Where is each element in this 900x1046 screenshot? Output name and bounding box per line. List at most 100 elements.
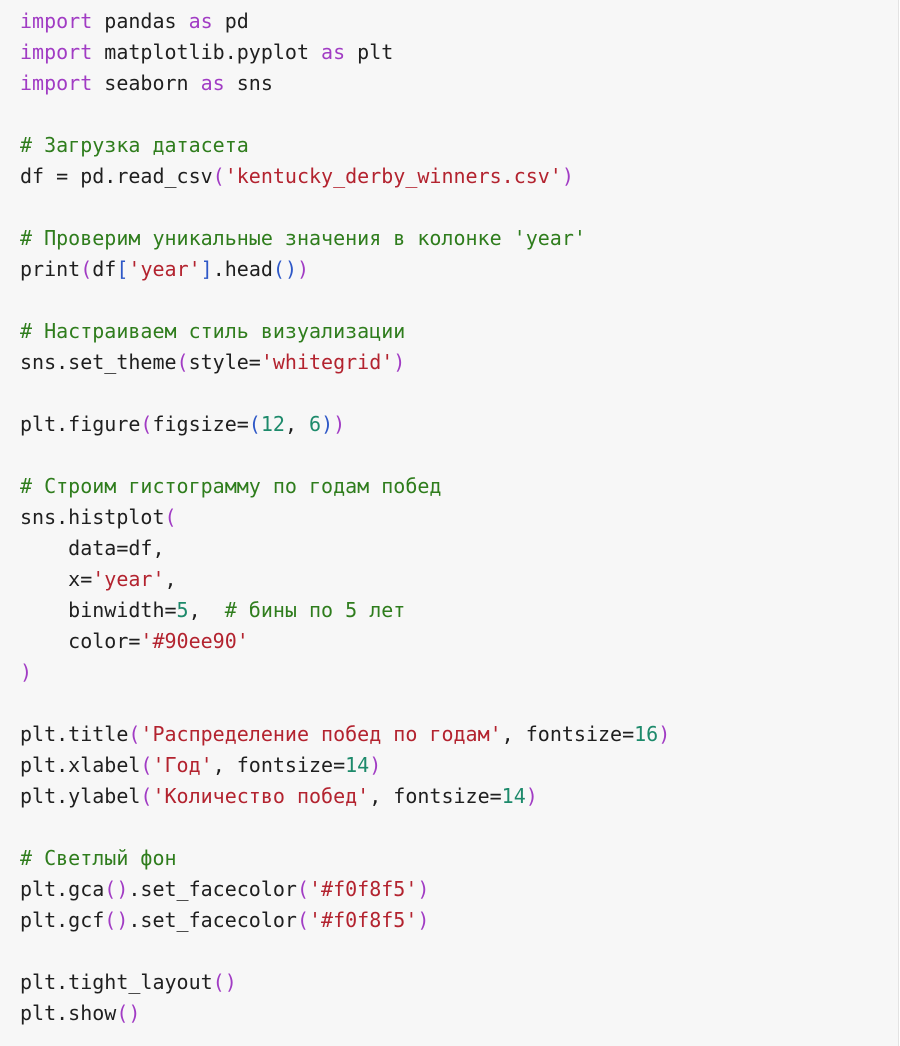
code-line: # Строим гистограмму по годам побед	[20, 471, 670, 502]
code-token: ,	[188, 598, 225, 622]
code-line: data=df,	[20, 533, 670, 564]
code-line: color='#90ee90'	[20, 626, 670, 657]
code-token: df = pd.read_csv	[20, 164, 213, 188]
code-token: 'year'	[128, 257, 201, 281]
code-line: plt.show()	[20, 998, 670, 1029]
code-line: )	[20, 657, 670, 688]
code-line: binwidth=5, # бины по 5 лет	[20, 595, 670, 626]
code-token: sns.set_theme	[20, 350, 177, 374]
code-token: plt	[345, 40, 394, 64]
code-token: import	[20, 9, 93, 33]
code-line	[20, 99, 670, 130]
code-token: plt.xlabel	[20, 753, 141, 777]
code-line	[20, 378, 670, 409]
code-line: plt.ylabel('Количество побед', fontsize=…	[20, 781, 670, 812]
code-token: 12	[260, 412, 285, 436]
code-token: (	[128, 722, 141, 746]
code-line	[20, 812, 670, 843]
code-token: # бины по 5 лет	[224, 598, 406, 622]
code-token: sns	[224, 71, 273, 95]
code-line: import pandas as pd	[20, 6, 670, 37]
code-token: (	[80, 257, 93, 281]
code-token: ,	[284, 412, 310, 436]
code-token: 'Распределение побед по годам'	[140, 722, 502, 746]
code-token: 'Год'	[152, 753, 213, 777]
code-line: plt.gca().set_facecolor('#f0f8f5')	[20, 874, 670, 905]
code-token: (	[296, 908, 310, 932]
code-token: # Светлый фон	[20, 846, 177, 870]
code-token: sns.histplot	[20, 505, 165, 529]
code-token: ()	[272, 257, 298, 281]
code-token: '#f0f8f5'	[309, 877, 418, 901]
code-line	[20, 440, 670, 471]
code-token: , fontsize=	[501, 722, 635, 746]
code-token: )	[297, 257, 310, 281]
code-line: plt.xlabel('Год', fontsize=14)	[20, 750, 670, 781]
code-line: import seaborn as sns	[20, 68, 670, 99]
code-token: (	[212, 164, 225, 188]
code-line	[20, 192, 670, 223]
code-token: (	[296, 877, 310, 901]
code-token: # Загрузка датасета	[20, 133, 249, 157]
code-token: , fontsize=	[369, 784, 502, 808]
code-token: )	[20, 660, 33, 684]
code-token: pandas	[92, 9, 189, 33]
code-line: sns.set_theme(style='whitegrid')	[20, 347, 670, 378]
code-token: (	[140, 753, 153, 777]
code-token: (	[176, 350, 189, 374]
code-token: figsize=	[152, 412, 249, 436]
code-line: print(df['year'].head())	[20, 254, 670, 285]
code-token: 6	[309, 412, 322, 436]
code-token: (	[248, 412, 261, 436]
code-line: # Светлый фон	[20, 843, 670, 874]
code-token: )	[658, 722, 671, 746]
code-token: )	[393, 350, 406, 374]
code-token: plt.figure	[20, 412, 141, 436]
code-token: 'Количество побед'	[152, 784, 370, 808]
code-token: binwidth=	[20, 598, 177, 622]
code-line: # Загрузка датасета	[20, 130, 670, 161]
code-token: # Проверим уникальные значения в колонке…	[20, 226, 586, 250]
code-token: plt.ylabel	[20, 784, 141, 808]
code-token: ()	[212, 970, 237, 994]
code-token: )	[369, 753, 382, 777]
code-token: 'kentucky_derby_winners.csv'	[224, 164, 562, 188]
code-line: sns.histplot(	[20, 502, 670, 533]
code-token: )	[525, 784, 538, 808]
code-token: 14	[345, 753, 370, 777]
code-token: # Настраиваем стиль визуализации	[20, 319, 406, 343]
code-token: x=	[20, 567, 93, 591]
code-token: plt.show	[20, 1001, 117, 1025]
code-token: ()	[116, 1001, 141, 1025]
code-token: # Строим гистограмму по годам побед	[20, 474, 442, 498]
code-token: ,	[164, 567, 177, 591]
code-token: , fontsize=	[212, 753, 346, 777]
code-token: as	[188, 9, 213, 33]
code-token: 16	[634, 722, 659, 746]
code-token: plt.title	[20, 722, 129, 746]
code-token: )	[561, 164, 574, 188]
code-line: # Проверим уникальные значения в колонке…	[20, 223, 670, 254]
code-token: (	[140, 412, 153, 436]
code-line: x='year',	[20, 564, 670, 595]
code-token: ()	[104, 877, 129, 901]
code-line: import matplotlib.pyplot as plt	[20, 37, 670, 68]
code-token: import	[20, 71, 93, 95]
code-token: (	[140, 784, 153, 808]
code-token: 'whitegrid'	[260, 350, 394, 374]
code-token: print	[20, 257, 81, 281]
code-token: )	[417, 877, 430, 901]
code-token: data=df,	[20, 536, 165, 560]
code-token: matplotlib.pyplot	[92, 40, 322, 64]
code-token: style=	[188, 350, 261, 374]
code-line: plt.title('Распределение побед по годам'…	[20, 719, 670, 750]
code-token: .head	[212, 257, 273, 281]
code-token: ()	[104, 908, 129, 932]
code-token: color=	[20, 629, 141, 653]
code-token: '#f0f8f5'	[309, 908, 418, 932]
code-token: import	[20, 40, 93, 64]
code-line: df = pd.read_csv('kentucky_derby_winners…	[20, 161, 670, 192]
code-token: .set_facecolor	[128, 908, 297, 932]
